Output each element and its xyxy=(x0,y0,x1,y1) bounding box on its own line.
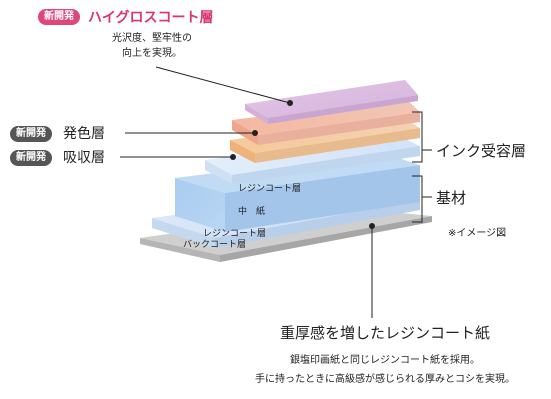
new-badge-gloss: 新開発 xyxy=(38,9,80,25)
bracket-base xyxy=(412,175,432,223)
layer-label-middle-paper: 中 紙 xyxy=(238,205,265,217)
gloss-desc: 光沢度、堅牢性の 向上を実現。 xyxy=(92,31,212,61)
gloss-desc-line1: 光沢度、堅牢性の xyxy=(112,33,192,44)
resin-paper-line1: 銀塩印画紙と同じレジンコート紙を採用。 xyxy=(290,355,480,366)
bracket-ink xyxy=(412,111,432,163)
layer-label-resin-bottom: レジンコート層 xyxy=(203,228,266,239)
resin-paper-title: 重厚感を増したレジンコート紙 xyxy=(279,324,490,342)
leader-gloss xyxy=(155,66,293,106)
leader-resin-paper xyxy=(369,223,375,318)
ink-receiving-layer-label: インク受容層 xyxy=(436,142,527,160)
leader-color xyxy=(125,130,258,136)
new-badge-absorption: 新開発 xyxy=(10,150,52,166)
absorption-layer-label: 吸収層 xyxy=(63,150,105,166)
color-layer-label: 発色層 xyxy=(63,126,105,142)
gloss-desc-line2: 向上を実現。 xyxy=(122,48,182,59)
resin-paper-block: 重厚感を増したレジンコート紙 銀塩印画紙と同じレジンコート紙を採用。 手に持った… xyxy=(240,322,530,387)
base-material-label: 基材 xyxy=(436,189,467,207)
layer-label-back-coat: バックコート層 xyxy=(183,239,246,250)
layer-label-resin-top: レジンコート層 xyxy=(238,183,301,194)
resin-paper-line2: 手に持ったときに高級感が感じられる厚みとコシを実現。 xyxy=(255,374,515,385)
leader-absorption xyxy=(120,154,236,160)
gloss-layer xyxy=(245,80,418,124)
gloss-layer-title: ハイグロスコート層 xyxy=(88,10,214,26)
image-note: ※イメージ図 xyxy=(448,228,507,239)
new-badge-color: 新開発 xyxy=(10,126,52,142)
